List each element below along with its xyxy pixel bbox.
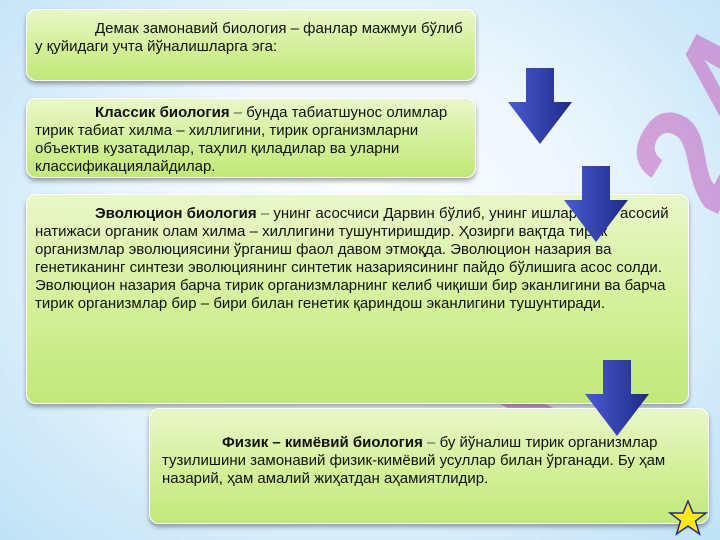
down-arrow-icon — [564, 166, 628, 242]
intro-text: Демак замонавий биология – фанлар мажмуи… — [35, 20, 463, 55]
classic-biology-text: бунда табиатшунос олимлар тирик табиат х… — [35, 104, 448, 175]
down-arrow-icon — [585, 360, 649, 436]
classic-biology-box: Классик биология – бунда табиатшунос оли… — [26, 98, 476, 178]
down-arrow-icon — [508, 68, 572, 144]
classic-biology-term: Классик биология — [95, 104, 230, 121]
evolutionary-biology-text: унинг асосчиси Дарвин бўлиб, унинг ишлар… — [35, 205, 669, 312]
intro-box: Демак замонавий биология – фанлар мажмуи… — [26, 9, 476, 81]
physchem-biology-term: Физик – кимёвий биология — [222, 434, 423, 451]
term-separator: – — [229, 104, 247, 121]
evolutionary-biology-box: Эволюцион биология – унинг асосчиси Дарв… — [26, 194, 689, 404]
evolutionary-biology-term: Эволюцион биология — [95, 205, 257, 222]
physchem-biology-text: бу йўналиш тирик организмлар тузилишини … — [162, 434, 666, 487]
star-icon[interactable] — [668, 500, 708, 536]
term-separator: – — [256, 205, 274, 222]
term-separator: – — [422, 434, 440, 451]
